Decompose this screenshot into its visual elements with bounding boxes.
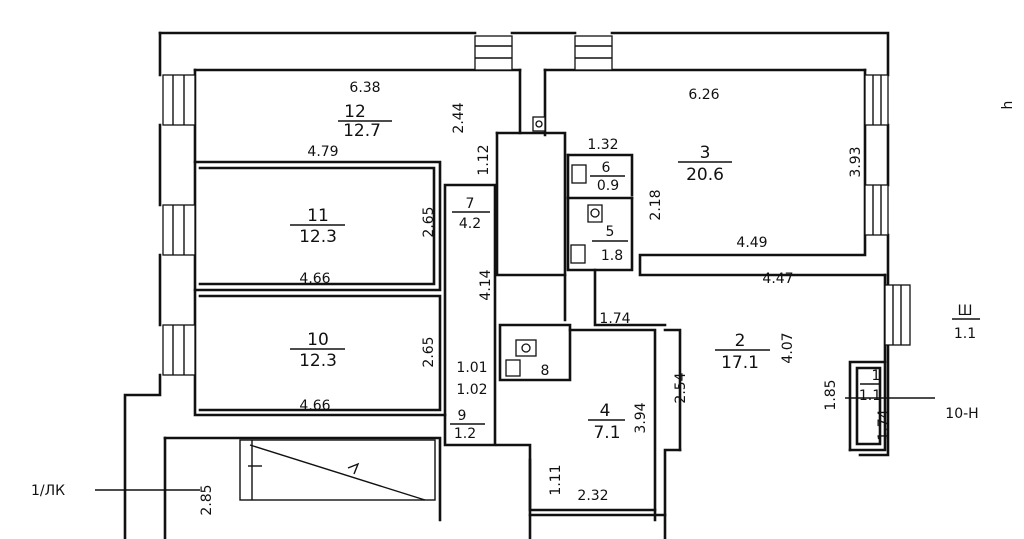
dim-1-32: 1.32: [587, 137, 618, 153]
room-2-number: 2: [735, 331, 746, 351]
window-right-2: [864, 184, 889, 236]
dim-4-07: 4.07: [780, 332, 796, 363]
window-top-right: [574, 35, 613, 71]
dim-4-79: 4.79: [307, 144, 338, 160]
dim-3-93: 3.93: [848, 146, 864, 177]
dim-1-85: 1.85: [823, 379, 839, 410]
toilet-icon: [571, 164, 587, 184]
windows: [162, 35, 911, 376]
dim-2-32: 2.32: [577, 488, 608, 504]
room-4-area: 7.1: [593, 423, 620, 443]
dim-1-11: 1.11: [548, 464, 564, 495]
window-top-left: [474, 35, 513, 71]
room-4-number: 4: [600, 401, 611, 421]
dim-2-65-b: 2.65: [421, 336, 437, 367]
window-left-1: [162, 74, 196, 126]
room-7-area: 4.2: [459, 216, 481, 232]
plumbing-fixtures: [505, 116, 603, 377]
dim-4-66-b: 4.66: [299, 398, 330, 414]
outer-walls: [123, 31, 890, 539]
window-right-3: [884, 284, 911, 346]
dim-6-26: 6.26: [688, 87, 719, 103]
marker-h: h: [1000, 101, 1016, 110]
toilet-icon: [505, 359, 521, 377]
interior-walls: [193, 68, 887, 539]
marker-1-lk: 1/ЛК: [31, 483, 65, 499]
room-10-area: 12.3: [299, 351, 337, 371]
toilet-icon: [570, 244, 586, 264]
dim-1-02: 1.02: [456, 382, 487, 398]
dim-2-54: 2.54: [673, 372, 689, 403]
dimension-labels: 6.38 2.44 4.79 1.12 2.65 4.66 4.14 2.65 …: [199, 80, 892, 516]
dim-6-38: 6.38: [349, 80, 380, 96]
marker-10-n: 10-Н: [945, 406, 978, 422]
dim-1-74-a: 1.74: [599, 311, 630, 327]
room-9-area: 1.2: [454, 426, 476, 442]
window-left-2: [162, 204, 196, 256]
room-9-number: 9: [458, 408, 467, 424]
room-3-area: 20.6: [686, 165, 724, 185]
dim-2-44: 2.44: [451, 102, 467, 133]
room-8-right-number: Ш: [958, 303, 973, 319]
room-3-number: 3: [700, 143, 711, 163]
dim-3-94: 3.94: [633, 402, 649, 433]
dim-4-49: 4.49: [736, 235, 767, 251]
room-labels: 12 12.7 11 12.3 10 12.3 7 4.2 3 20.6 6 0…: [290, 102, 980, 443]
dim-4-66-a: 4.66: [299, 271, 330, 287]
room-2-area: 17.1: [721, 353, 759, 373]
room-11-area: 12.3: [299, 227, 337, 247]
room-12-number: 12: [344, 102, 366, 122]
dim-4-14: 4.14: [478, 269, 494, 300]
room-8-number: 8: [541, 363, 550, 379]
dim-4-47: 4.47: [762, 271, 793, 287]
staircase: [239, 439, 436, 501]
room-6-area: 0.9: [597, 178, 619, 194]
dim-1-01: 1.01: [456, 360, 487, 376]
room-6-number: 6: [602, 160, 611, 176]
room-10-number: 10: [307, 330, 329, 350]
dim-2-65-a: 2.65: [421, 206, 437, 237]
dim-1-74-b: 1.74: [876, 409, 892, 440]
room-5-area: 1.8: [601, 248, 623, 264]
dim-2-18: 2.18: [648, 189, 664, 220]
dim-2-85: 2.85: [199, 484, 215, 515]
section-markers: 1/ЛК 10-Н h: [31, 101, 1016, 499]
window-left-3: [162, 324, 196, 376]
room-11-number: 11: [307, 206, 329, 226]
room-1-area: 1.1: [859, 388, 881, 404]
room-5-number: 5: [606, 224, 615, 240]
dim-1-12: 1.12: [476, 144, 492, 175]
room-12-area: 12.7: [343, 121, 381, 141]
room-8-right-area: 1.1: [954, 326, 976, 342]
room-7-number: 7: [466, 196, 475, 212]
window-right-1: [864, 74, 889, 126]
room-1-number: 1: [872, 368, 881, 384]
